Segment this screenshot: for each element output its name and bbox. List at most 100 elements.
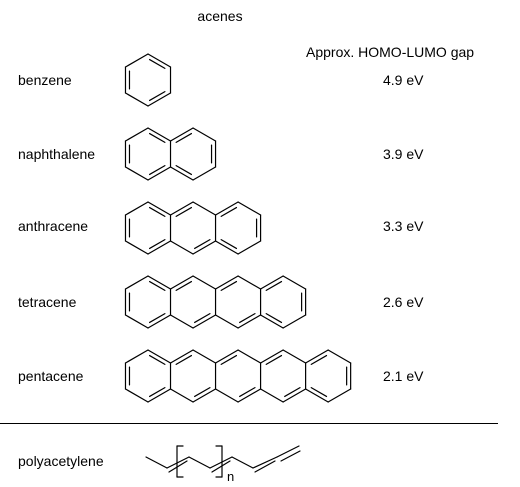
bond [282,388,307,403]
bond [192,275,217,290]
chain-double-bond [280,450,301,462]
bond [214,275,239,290]
structure-anthracene [124,201,262,255]
bond [282,349,307,364]
gap-tetracene: 2.6 eV [383,294,424,310]
name-tetracene: tetracene [18,294,77,310]
bond [124,166,149,181]
double-bond [194,239,211,250]
bond [305,349,329,364]
double-bond [175,165,193,176]
bond [147,275,172,290]
double-bond [220,206,238,217]
double-bond [265,354,283,365]
structure-polyacetylene [145,445,301,478]
chain-bond [231,456,254,469]
section-divider [0,423,498,424]
bond [124,349,149,364]
bond [169,127,194,142]
chain-bond [188,456,211,469]
bond [259,349,284,364]
bond [282,314,307,329]
name-pentacene: pentacene [18,368,84,384]
bond [124,53,149,68]
bond [147,314,172,329]
bond [192,388,217,403]
name-polyacetylene: polyacetylene [18,453,104,469]
bond [214,349,239,364]
double-bond [220,280,238,291]
bond [147,127,172,142]
double-bond [310,354,328,365]
double-bond [284,387,301,398]
bond [259,388,284,403]
chain-bond [209,456,233,469]
gap-anthracene: 3.3 eV [383,218,424,234]
bond [237,275,262,290]
bond [147,240,172,255]
double-bond [239,313,256,324]
bond [237,388,262,403]
diagram-title: acenes [197,8,243,24]
bond [192,349,217,364]
gap-column-header: Approx. HOMO-LUMO gap [306,44,475,60]
bond [237,349,262,364]
structure-tetracene [124,275,307,329]
bond [327,388,352,403]
bond [169,240,194,255]
bond [147,166,172,181]
name-benzene: benzene [18,72,72,88]
gap-benzene: 4.9 eV [383,72,424,88]
double-bond [149,354,166,365]
bond [214,201,239,216]
gap-naphthalene: 3.9 eV [383,146,424,162]
bond [124,314,149,329]
bond [305,388,329,403]
bond [214,240,239,255]
bond [147,53,172,68]
double-bond [175,132,193,143]
chain-bond [145,456,168,469]
bond [147,201,172,216]
chain-bond [166,456,190,469]
chain-bond [276,445,300,458]
name-anthracene: anthracene [18,218,89,234]
bond [214,388,239,403]
bond [169,166,194,181]
bond [192,314,217,329]
double-bond [149,165,166,176]
double-bond [149,280,166,291]
double-bond [265,280,283,291]
bond [124,388,149,403]
double-bond [149,132,166,143]
chain-double-bond [211,460,231,473]
bond [282,275,307,290]
bond [147,92,172,107]
double-bond [149,239,166,250]
chain-double-bond [168,460,188,473]
repeat-unit-n-label: n [227,469,235,484]
bond [124,275,149,290]
double-bond [149,58,166,69]
bond [192,166,217,181]
double-bond [149,313,166,324]
bond [147,388,172,403]
structure-benzene [124,53,172,107]
bond [124,240,149,255]
structure-naphthalene [124,127,217,181]
bond [214,314,239,329]
double-bond [239,387,256,398]
bond [237,314,262,329]
double-bond [194,313,211,324]
double-bond [220,354,238,365]
bond [237,201,262,216]
bond [169,275,194,290]
double-bond [265,313,283,324]
bond [327,349,352,364]
bond [237,240,262,255]
double-bond [149,387,166,398]
double-bond [149,206,166,217]
double-bond [310,387,328,398]
double-bond [175,280,193,291]
name-naphthalene: naphthalene [18,146,96,162]
